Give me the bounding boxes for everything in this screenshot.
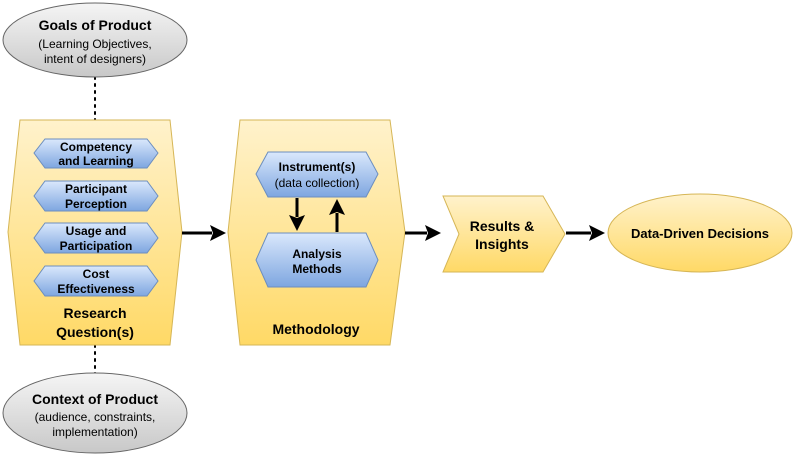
svg-text:and Learning: and Learning	[58, 154, 133, 168]
svg-text:Participant: Participant	[65, 182, 127, 196]
arrow-analysis-to-instrument	[329, 199, 345, 232]
research-item-competency: Competency and Learning	[33, 138, 159, 169]
data-driven-decisions-node: Data-Driven Decisions	[607, 193, 793, 273]
decisions-label: Data-Driven Decisions	[631, 226, 769, 241]
goals-title: Goals of Product	[39, 17, 152, 33]
svg-text:Perception: Perception	[65, 197, 127, 211]
goals-line1: (Learning Objectives,	[38, 37, 151, 51]
analysis-line1: Analysis	[292, 247, 342, 261]
analysis-node: Analysis Methods	[255, 232, 379, 288]
svg-text:Cost: Cost	[83, 267, 110, 281]
research-item-usage: Usage and Participation	[33, 222, 159, 254]
arrow-methodology-to-results	[405, 225, 441, 241]
svg-text:Usage and: Usage and	[66, 224, 127, 238]
arrow-instrument-to-analysis	[289, 198, 305, 231]
svg-text:Effectiveness: Effectiveness	[57, 282, 135, 296]
results-line2: Insights	[475, 236, 529, 252]
context-line2: implementation)	[52, 425, 137, 439]
instrument-line1: Instrument(s)	[279, 160, 356, 174]
methodology-title: Methodology	[272, 321, 359, 337]
instrument-line2: (data collection)	[275, 176, 360, 190]
analysis-line2: Methods	[292, 262, 342, 276]
arrow-results-to-decisions	[566, 225, 605, 241]
goals-of-product-node: Goals of Product (Learning Objectives, i…	[2, 2, 188, 78]
results-insights-node: Results & Insights	[442, 195, 566, 273]
context-of-product-node: Context of Product (audience, constraint…	[2, 372, 188, 454]
results-line1: Results &	[470, 218, 535, 234]
arrow-research-to-methodology	[182, 225, 226, 241]
context-title: Context of Product	[32, 391, 158, 407]
goals-line2: intent of designers)	[44, 52, 146, 66]
research-title-line1: Research	[63, 305, 126, 321]
instrument-node: Instrument(s) (data collection)	[255, 151, 379, 198]
context-line1: (audience, constraints,	[35, 410, 156, 424]
research-title-line2: Question(s)	[56, 324, 134, 340]
svg-text:Competency: Competency	[60, 140, 132, 154]
svg-text:Participation: Participation	[60, 239, 133, 253]
research-item-perception: Participant Perception	[33, 180, 159, 212]
research-item-cost: Cost Effectiveness	[33, 265, 159, 297]
